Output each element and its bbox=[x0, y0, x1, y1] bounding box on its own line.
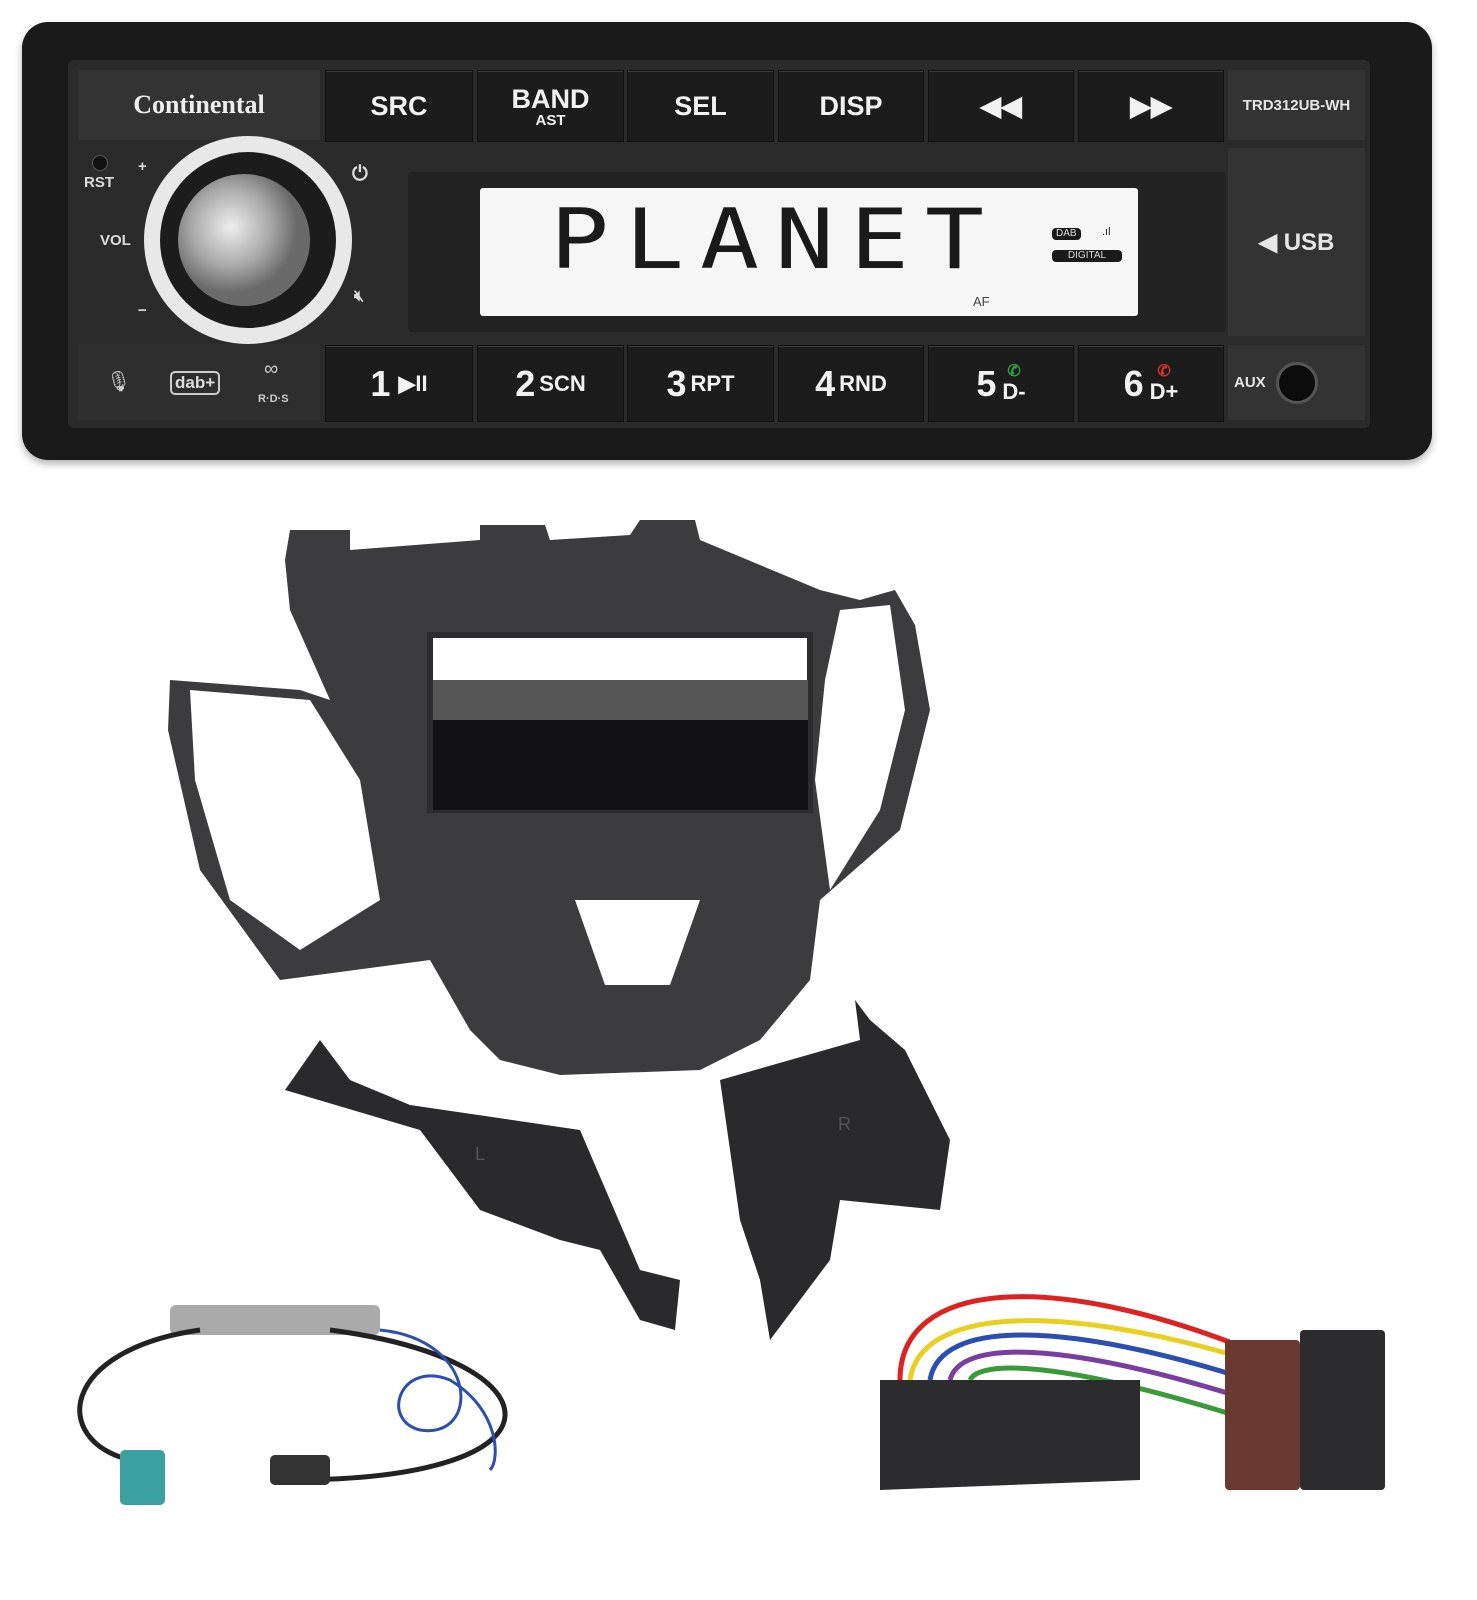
button-sublabel: AST bbox=[535, 111, 566, 129]
play-pause-icon: ▶II bbox=[398, 370, 428, 396]
aux-label: AUX bbox=[1234, 374, 1266, 391]
left-bracket: L bbox=[285, 1040, 680, 1330]
preset-number: 5 bbox=[976, 362, 997, 404]
preset-1-button[interactable]: 1 ▶II bbox=[325, 345, 473, 422]
iso-wiring-harness bbox=[880, 1294, 1385, 1490]
fast-forward-button[interactable]: ▶▶ bbox=[1078, 70, 1224, 142]
sel-button[interactable]: SEL bbox=[627, 70, 774, 142]
rds-rings-icon: ∞ bbox=[264, 358, 279, 380]
lcd-station-text: PLANET bbox=[550, 191, 1001, 289]
fascia-panel bbox=[168, 520, 930, 1075]
preset-function: D- bbox=[1002, 378, 1026, 404]
preset-5-button[interactable]: 5 ✆D- bbox=[928, 345, 1074, 422]
rds-logo: R·D·S bbox=[258, 393, 289, 405]
rewind-icon: ◀◀ bbox=[980, 91, 1022, 121]
aux-jack[interactable] bbox=[1275, 361, 1318, 404]
button-label: SRC bbox=[370, 91, 428, 121]
call-accept-icon: ✆ bbox=[1007, 362, 1021, 380]
rst-label: RST bbox=[84, 174, 114, 191]
accessories: L R bbox=[77, 520, 1385, 1505]
preset-number: 2 bbox=[515, 362, 536, 404]
preset-function: SCN bbox=[539, 370, 586, 396]
fast-forward-icon: ▶▶ bbox=[1130, 91, 1172, 121]
vol-plus-label: + bbox=[138, 158, 147, 175]
preset-function: D+ bbox=[1149, 378, 1179, 404]
button-label: DISP bbox=[819, 91, 883, 121]
reset-button[interactable] bbox=[92, 155, 108, 171]
usb-label: ◀ USB bbox=[1258, 228, 1335, 256]
brand-logo: Continental bbox=[133, 90, 265, 119]
power-icon: ⏻ bbox=[352, 163, 368, 185]
preset-6-button[interactable]: 6 ✆D+ bbox=[1078, 345, 1224, 422]
preset-number: 1 bbox=[370, 362, 391, 404]
af-indicator: AF bbox=[973, 294, 990, 309]
preset-number: 4 bbox=[815, 362, 836, 404]
microphone-icon: 🎙︎ bbox=[106, 371, 132, 393]
lcd-display: PLANET DAB .ıl DIGITAL AF bbox=[480, 188, 1138, 316]
rewind-button[interactable]: ◀◀ bbox=[928, 70, 1074, 142]
dab-plus-logo: dab+ bbox=[170, 371, 221, 395]
right-bracket: R bbox=[720, 1000, 950, 1340]
left-bracket-mark: L bbox=[475, 1144, 485, 1164]
vol-label: VOL bbox=[100, 232, 131, 249]
mute-icon: 🔇︎ bbox=[354, 288, 365, 305]
src-button[interactable]: SRC bbox=[325, 70, 473, 142]
disp-button[interactable]: DISP bbox=[778, 70, 924, 142]
button-label: SEL bbox=[674, 91, 727, 121]
antenna-adapter bbox=[77, 1305, 508, 1505]
right-bracket-mark: R bbox=[838, 1114, 851, 1134]
brand-panel: Continental bbox=[78, 70, 320, 140]
usb-port-cover[interactable]: ◀ USB bbox=[1228, 148, 1365, 336]
dab-indicator: DAB bbox=[1052, 228, 1081, 240]
preset-function: RPT bbox=[690, 370, 735, 396]
aux-panel: AUX bbox=[1228, 345, 1365, 420]
model-label: TRD312UB-WH bbox=[1228, 70, 1365, 140]
model-number: TRD312UB-WH bbox=[1242, 96, 1351, 114]
preset-number: 3 bbox=[666, 362, 687, 404]
signal-icon: .ıl bbox=[1102, 226, 1111, 238]
button-label: BAND bbox=[511, 83, 590, 114]
volume-knob[interactable] bbox=[140, 132, 360, 352]
call-end-icon: ✆ bbox=[1157, 362, 1171, 380]
logo-panel: 🎙︎ dab+ R·D·S ∞ bbox=[78, 345, 320, 420]
preset-function: RND bbox=[839, 370, 887, 396]
digital-indicator: DIGITAL bbox=[1052, 250, 1122, 262]
preset-number: 6 bbox=[1123, 362, 1144, 404]
vol-minus-label: − bbox=[138, 302, 147, 319]
